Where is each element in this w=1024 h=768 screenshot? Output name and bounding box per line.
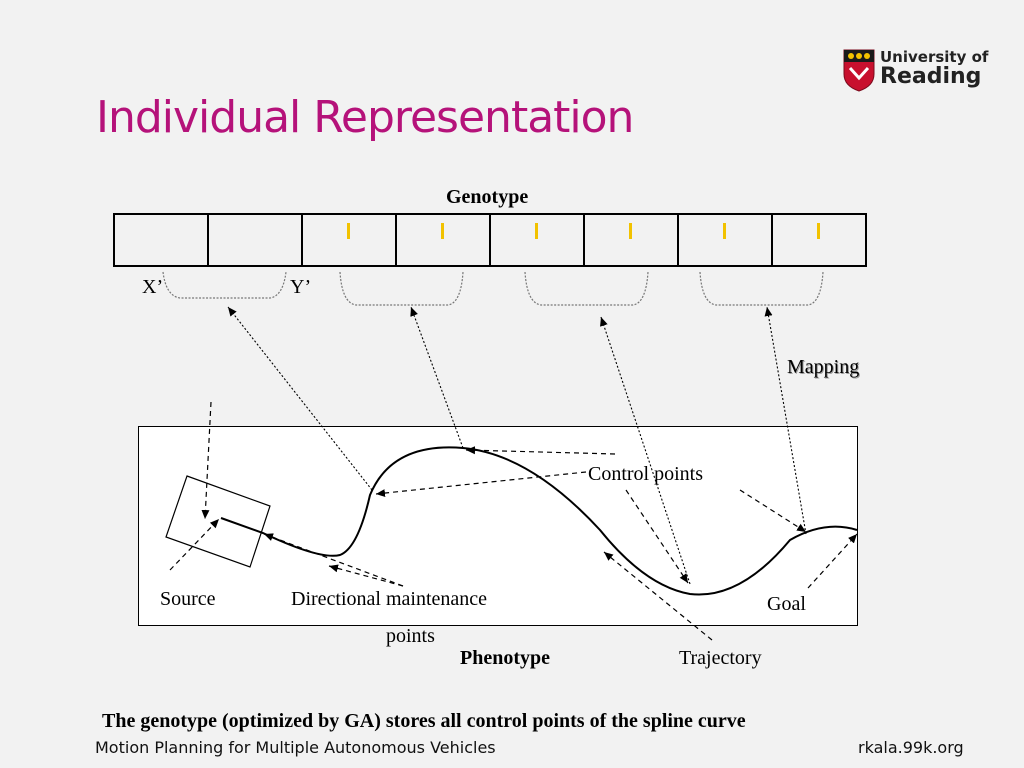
annotation-arrows (169, 401, 858, 641)
arrow-source (169, 518, 220, 571)
directional-label: Directional maintenance (291, 588, 488, 610)
brace-2 (339, 271, 464, 306)
arrow-directional-2 (328, 564, 404, 587)
arrow-trajectory (603, 551, 713, 641)
gene-marker-icon (723, 223, 726, 239)
slide-caption: The genotype (optimized by GA) stores al… (102, 710, 746, 732)
gene-marker-icon (817, 223, 820, 239)
control-points-label: Control points (588, 463, 704, 485)
x-prime-label: X’ (142, 276, 164, 298)
mapping-label: Mapping (787, 356, 860, 378)
gene-cell (209, 215, 303, 265)
y-prime-label: Y’ (290, 276, 312, 298)
gene-cell (773, 215, 867, 265)
brace-4 (699, 271, 824, 306)
shield-icon (843, 49, 875, 92)
gene-cell (397, 215, 491, 265)
source-region (165, 475, 271, 568)
arrow-control-1 (465, 446, 616, 455)
phenotype-label: Phenotype (460, 647, 550, 669)
gene-pair-braces (162, 271, 824, 306)
footer-left: Motion Planning for Multiple Autonomous … (95, 738, 496, 757)
mapping-arrow-1 (227, 306, 373, 491)
gene-cell (491, 215, 585, 265)
gene-marker-icon (629, 223, 632, 239)
directional-label-line2: points (386, 625, 435, 647)
trajectory-label: Trajectory (679, 647, 762, 669)
gene-marker-icon (535, 223, 538, 239)
arrow-control-3 (625, 489, 689, 584)
arrow-top-to-source (201, 401, 212, 520)
arrow-directional-1 (263, 533, 404, 587)
brace-1 (162, 271, 287, 299)
gene-cell (679, 215, 773, 265)
arrow-control-4 (739, 489, 807, 533)
footer-right: rkala.99k.org (858, 738, 964, 757)
gene-marker-icon (441, 223, 444, 239)
brace-3 (524, 271, 649, 306)
phenotype-frame (138, 426, 858, 626)
gene-cell (585, 215, 679, 265)
mapping-arrow-4 (764, 306, 807, 535)
genotype-label: Genotype (446, 186, 529, 208)
gene-marker-icon (347, 223, 350, 239)
mapping-arrow-2 (410, 306, 464, 449)
mapping-arrows (227, 306, 807, 585)
logo-text-line2: Reading (880, 64, 982, 89)
goal-label: Goal (767, 593, 806, 615)
source-label: Source (160, 588, 216, 610)
slide-title: Individual Representation (96, 92, 634, 143)
university-logo: University of Reading (842, 48, 988, 94)
gene-cell (303, 215, 397, 265)
arrow-control-2 (375, 471, 587, 498)
arrow-goal (807, 533, 858, 589)
gene-cell (115, 215, 209, 265)
genotype-array (113, 213, 867, 267)
logo-text-line1: University of (880, 48, 989, 66)
mapping-arrow-3 (600, 316, 691, 585)
trajectory-curve (220, 446, 858, 596)
